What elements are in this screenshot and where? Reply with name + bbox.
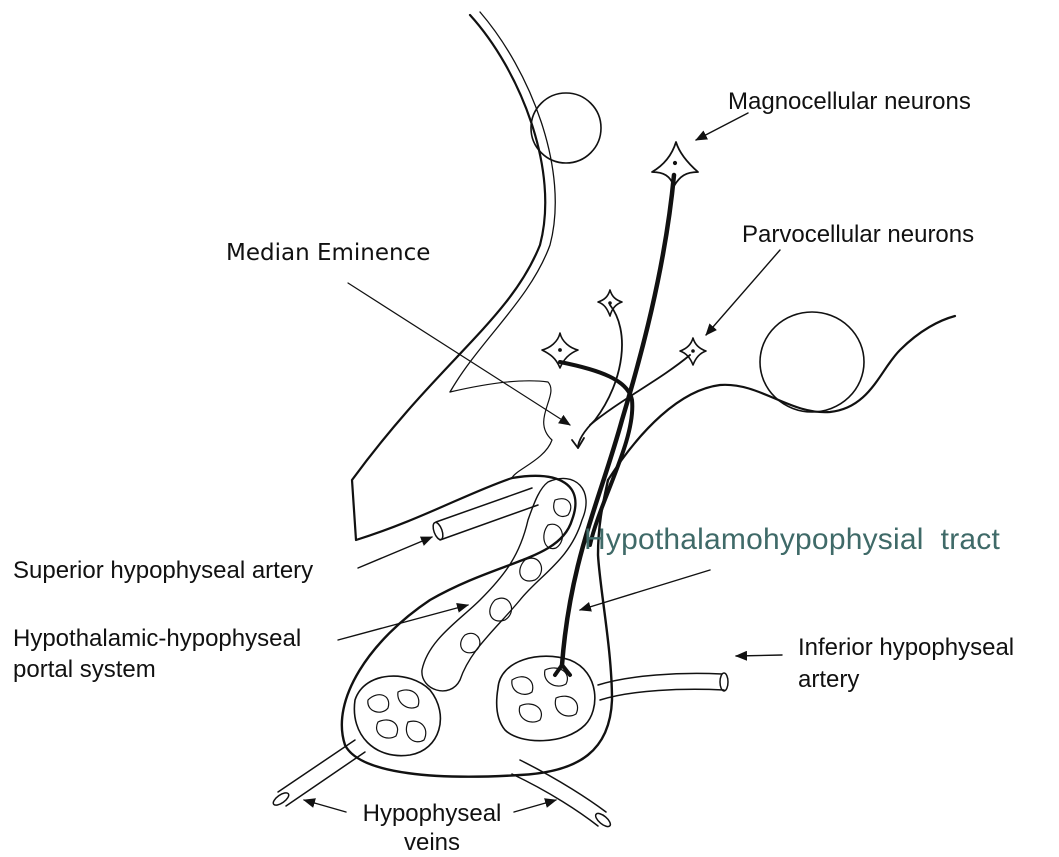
parvocellular-nucleus-2 — [609, 302, 612, 305]
portal-network-inner-1 — [554, 499, 571, 517]
posterior-sinusoid-4 — [555, 696, 577, 716]
superior-artery-label: Superior hypophyseal artery — [13, 557, 313, 585]
parvocellular-axon-2 — [590, 355, 690, 425]
right-vein-cut-end — [594, 811, 613, 829]
inferior-hypophyseal-artery-lower — [600, 689, 724, 700]
portal-network-inner-5 — [461, 633, 480, 652]
right-vein-pointer — [514, 800, 556, 812]
posterior-sinusoid-3 — [519, 704, 541, 722]
superior-artery-cut-end — [431, 521, 445, 541]
median-eminence-label: Median Eminence — [226, 240, 430, 267]
anterior-sinusoid-3 — [377, 720, 398, 738]
portal-system-label-line1: Hypothalamic-hypophyseal — [13, 625, 301, 653]
pituitary-outline — [342, 476, 612, 777]
optic-chiasm-circle — [531, 93, 601, 163]
veins-label-line1: Hypophyseal — [352, 800, 512, 828]
inferior-artery-pointer — [736, 655, 782, 656]
magnocellular-label: Magnocellular neurons — [728, 88, 971, 116]
parvocellular-pointer — [706, 250, 780, 335]
portal-system-label-line2: portal system — [13, 656, 156, 684]
inferior-artery-label-line1: Inferior hypophyseal — [798, 634, 1014, 662]
hypothalamohypophysial-tract-label: Hypothalamohypophysial tract — [584, 522, 1000, 557]
posterior-sinusoid-1 — [512, 677, 533, 695]
brain-outline-inner — [450, 12, 555, 392]
median-eminence-pointer — [348, 283, 570, 425]
posterior-capillary-bed — [497, 656, 595, 740]
parvocellular-axon-1 — [578, 305, 622, 448]
anterior-sinusoid-4 — [406, 721, 425, 742]
superior-hypophyseal-artery-upper — [436, 488, 532, 522]
median-eminence-region — [450, 381, 552, 478]
brain-outline-outer — [352, 15, 545, 540]
parvocellular-label: Parvocellular neurons — [742, 221, 974, 249]
anterior-capillary-bed — [354, 676, 440, 756]
parvocellular-nucleus-3 — [692, 350, 695, 353]
anterior-sinusoid-1 — [368, 695, 389, 712]
portal-pointer — [338, 605, 468, 640]
left-vein-pointer — [304, 800, 346, 812]
magnocellular-nucleus — [673, 161, 676, 164]
anterior-sinusoid-2 — [398, 690, 419, 708]
magnocellular-pointer — [696, 113, 748, 140]
portal-network-inner-3 — [520, 558, 542, 581]
inferior-hypophyseal-artery-upper — [598, 673, 722, 685]
inferior-artery-label-line2: artery — [798, 666, 859, 694]
inferior-artery-cut-end — [720, 673, 728, 691]
veins-label-line2: veins — [352, 829, 512, 857]
right-brain-outline — [608, 316, 955, 480]
parvocellular-nucleus-1 — [559, 349, 562, 352]
portal-network-inner-4 — [490, 598, 512, 621]
superior-artery-pointer — [358, 537, 432, 568]
mammillary-body-circle — [760, 312, 864, 412]
second-thick-axon — [560, 362, 632, 545]
